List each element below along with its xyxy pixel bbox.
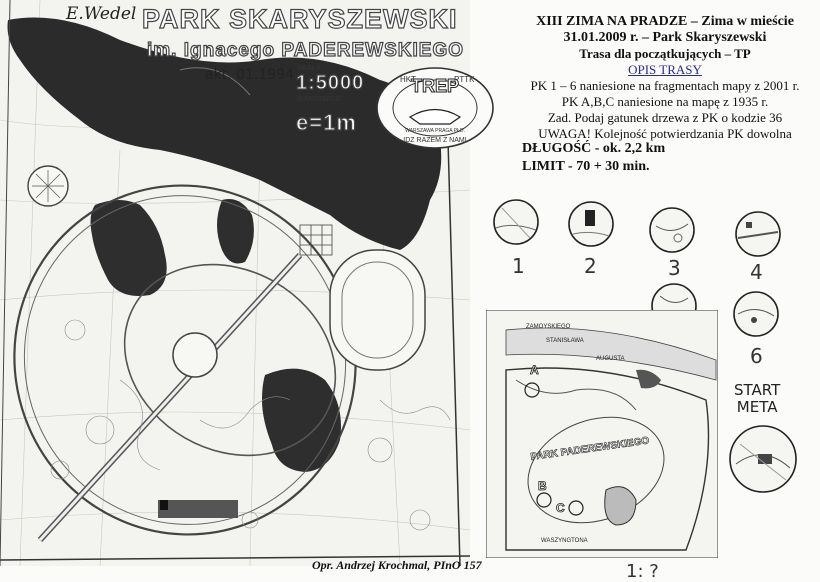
logo-bottom-text: IDZ RAZEM Z NAMI	[403, 137, 466, 144]
scale-label: SKALA	[297, 65, 322, 72]
scale-value: 1:5000	[295, 71, 365, 94]
checkpoint-2-number: 2	[584, 254, 597, 278]
checkpoint-4-number: 4	[750, 260, 763, 284]
event-date-place: 31.01.2009 r. – Park Skaryszewski	[563, 30, 767, 45]
start-label-text: START	[734, 381, 781, 399]
event-title: XIII ZIMA NA PRADZE – Zima w mieście	[536, 14, 794, 29]
tennis-courts	[299, 224, 333, 256]
finish-label-text: META	[736, 398, 778, 416]
checkpoint-3-map	[649, 207, 695, 253]
logo-right-text: PTTK	[454, 75, 475, 84]
start-finish-label: START META	[734, 382, 780, 416]
info-line-task: Zad. Podaj gatunek drzewa z PK o kodzie …	[547, 110, 783, 125]
checkpoint-1-number: 1	[512, 254, 525, 278]
street-label-1: ZAMOYSKIEGO	[526, 324, 571, 330]
logo-left-text: HKT	[400, 75, 416, 84]
update-date: akt. 01.1994	[205, 67, 294, 83]
pond-lower	[262, 368, 341, 472]
checkpoint-4-map	[735, 211, 781, 257]
street-label-2: STANISŁAWA	[546, 338, 584, 344]
club-logo: TREP HKT PTTK IDZ RAZEM Z NAMI WARSZAWA …	[376, 67, 494, 149]
checkpoint-2-map	[568, 201, 614, 247]
pond-small	[217, 199, 254, 264]
info-line-cp-abc: PK A,B,C naniesione na mapę z 1935 r.	[561, 94, 769, 109]
checkpoint-6-number: 6	[750, 344, 763, 368]
course-info: XIII ZIMA NA PRADZE – Zima w mieście 31.…	[510, 14, 820, 142]
contour-label: WARSTWICE	[297, 96, 341, 103]
checkpoint-a-label: A	[530, 363, 539, 377]
checkpoint-3-number: 3	[668, 256, 681, 280]
roundabout	[172, 332, 218, 378]
historic-map-scale: 1: ?	[626, 561, 659, 582]
brand-signature: E.Wedel	[66, 4, 137, 24]
park-title: PARK SKARYSZEWSKI	[141, 3, 458, 34]
historic-map-1935: ZAMOYSKIEGO STANISŁAWA AUGUSTA PARK PADE…	[486, 310, 718, 558]
start-finish-map	[729, 425, 797, 493]
info-line-cp-1-6: PK 1 – 6 naniesione na fragmentach mapy …	[530, 78, 800, 93]
route-length: DŁUGOŚĆ - ok. 2,2 km	[522, 141, 666, 156]
park-subtitle: im. Ignacego PADEREWSKIEGO	[146, 39, 465, 61]
checkpoint-b-label: B	[538, 479, 547, 493]
info-line-warning: UWAGA! Kolejność potwierdzania PK dowoln…	[538, 126, 792, 141]
sports-track	[329, 249, 426, 371]
checkpoint-c-label: C	[556, 501, 565, 515]
street-label-3: AUGUSTA	[596, 356, 625, 362]
pond-left	[90, 200, 167, 296]
street-label-bottom: WASZYNGTONA	[541, 538, 588, 544]
logo-name: TREP	[411, 76, 459, 96]
contour-value: e=1m	[295, 109, 357, 135]
author-credit: Opr. Andrzej Krochmal, PInO 157	[312, 558, 482, 572]
route-description-heading: OPIS TRASY	[628, 62, 702, 77]
route-category: Trasa dla początkujących – TP	[579, 46, 751, 61]
lake-kamionkowskie	[7, 17, 442, 250]
checkpoint-6-map	[733, 291, 779, 337]
time-limit: LIMIT - 70 + 30 min.	[522, 159, 650, 174]
building	[158, 500, 238, 518]
logo-city-text: WARSZAWA PRAGA PŁD.	[405, 128, 465, 134]
checkpoint-1-map	[493, 199, 539, 245]
